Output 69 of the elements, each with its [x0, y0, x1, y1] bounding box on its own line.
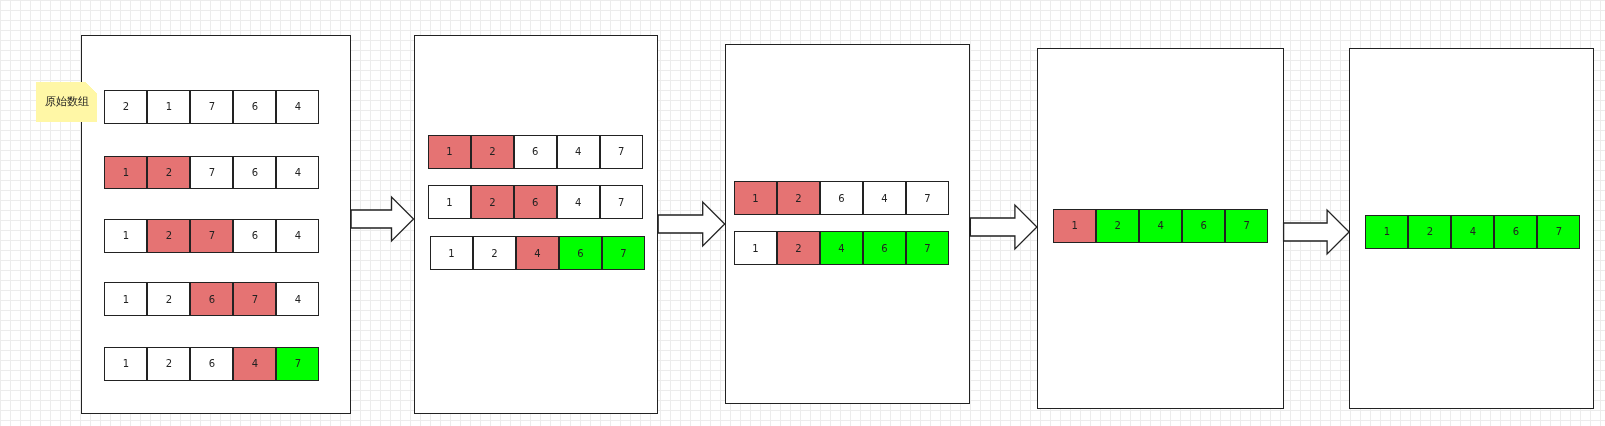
array-cell: 6: [233, 219, 277, 253]
array-cell: 1: [429, 236, 473, 271]
array-cell: 7: [1537, 214, 1581, 249]
array-cell: 1: [733, 231, 777, 266]
array-cell: 1: [427, 135, 471, 169]
panel-box: [413, 34, 659, 414]
block-arrow: [657, 200, 726, 248]
array-cell: 4: [862, 181, 906, 215]
array-cell: 6: [513, 185, 557, 219]
array-cell: 4: [276, 90, 320, 124]
array-cell: 2: [776, 181, 820, 215]
array-cell: 2: [104, 90, 148, 124]
array-cell: 6: [862, 231, 906, 266]
block-arrow: [350, 195, 415, 243]
array-cell: 1: [733, 181, 777, 215]
array-cell: 4: [233, 346, 277, 381]
panel-box: [1349, 48, 1594, 410]
array-cell: 2: [147, 219, 191, 253]
array-cell: 7: [1225, 208, 1269, 243]
array-cell: 2: [147, 346, 191, 381]
array-cell: 7: [905, 231, 949, 266]
array-cell: 1: [104, 282, 148, 317]
array-cell: 4: [276, 219, 320, 253]
array-cell: 6: [819, 181, 863, 215]
array-cell: 6: [1494, 214, 1538, 249]
array-cell: 2: [472, 236, 516, 271]
array-cell: 2: [1408, 214, 1452, 249]
array-cell: 6: [233, 155, 277, 190]
array-cell: 1: [104, 346, 148, 381]
array-cell: 1: [104, 155, 148, 190]
array-cell: 1: [1053, 208, 1097, 243]
array-cell: 2: [470, 185, 514, 219]
array-cell: 6: [513, 135, 557, 169]
array-cell: 4: [515, 236, 559, 271]
array-cell: 2: [147, 155, 191, 190]
array-cell: 4: [556, 135, 600, 169]
array-cell: 2: [776, 231, 820, 266]
array-cell: 7: [601, 236, 645, 271]
array-cell: 4: [1139, 208, 1183, 243]
array-cell: 6: [190, 282, 234, 317]
array-cell: 1: [427, 185, 471, 219]
array-cell: 6: [190, 346, 234, 381]
array-cell: 1: [104, 219, 148, 253]
array-cell: 6: [233, 90, 277, 124]
array-cell: 4: [556, 185, 600, 219]
block-arrow: [1282, 208, 1350, 256]
block-arrow: [969, 203, 1038, 251]
array-cell: 1: [1365, 214, 1409, 249]
array-cell: 7: [905, 181, 949, 215]
array-cell: 4: [819, 231, 863, 266]
panel-box: [724, 44, 971, 405]
array-cell: 2: [470, 135, 514, 169]
array-cell: 6: [1182, 208, 1226, 243]
array-cell: 7: [233, 282, 277, 317]
array-cell: 4: [1451, 214, 1495, 249]
array-cell: 7: [190, 90, 234, 124]
array-cell: 4: [276, 282, 320, 317]
array-cell: 4: [276, 155, 320, 190]
array-cell: 2: [1096, 208, 1140, 243]
sticky-note: 原始数组: [35, 81, 98, 122]
array-cell: 7: [599, 185, 643, 219]
array-cell: 1: [147, 90, 191, 124]
array-cell: 7: [190, 155, 234, 190]
array-cell: 7: [190, 219, 234, 253]
array-cell: 7: [276, 346, 320, 381]
array-cell: 6: [558, 236, 602, 271]
array-cell: 7: [599, 135, 643, 169]
panel-box: [1036, 48, 1284, 410]
array-cell: 2: [147, 282, 191, 317]
